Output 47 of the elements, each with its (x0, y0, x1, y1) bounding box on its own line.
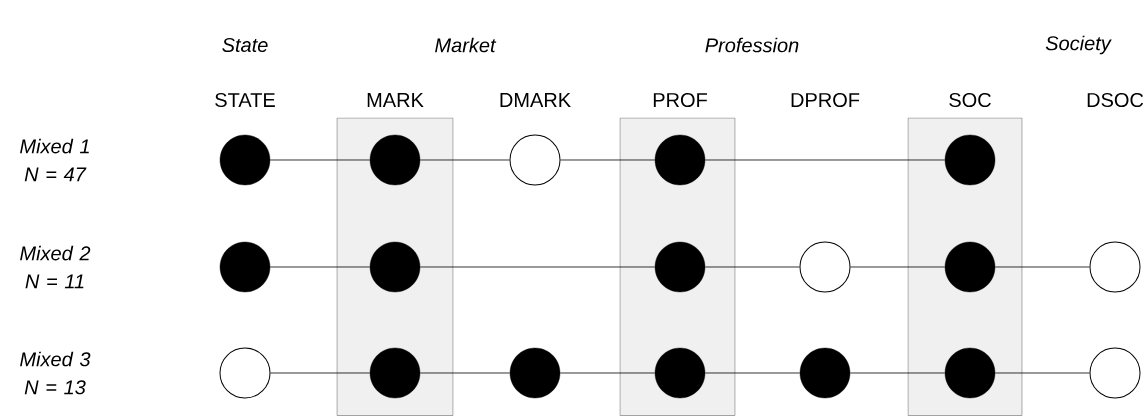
filled-dot (219, 241, 271, 293)
open-circle (1089, 241, 1141, 293)
connector-line (994, 372, 1090, 374)
open-circle (509, 134, 561, 186)
column-header: PROF (653, 92, 707, 108)
connector-line (270, 372, 371, 374)
connector-line (269, 159, 371, 161)
filled-dot (654, 241, 706, 293)
group-heading: Profession (705, 37, 799, 53)
filled-dot (509, 347, 561, 399)
row-label: Mixed 2 N = 11 (20, 245, 91, 289)
filled-dot (219, 134, 271, 186)
connector-line (559, 372, 656, 374)
filled-dot (799, 347, 851, 399)
connector-line (419, 266, 656, 268)
filled-dot (944, 347, 996, 399)
filled-dot (944, 241, 996, 293)
column-header: SOC (949, 92, 991, 108)
row-label: Mixed 1 N = 47 (20, 138, 89, 182)
filled-dot (369, 241, 421, 293)
connector-line (850, 266, 946, 268)
group-heading: Society (1045, 35, 1112, 55)
connector-line (560, 159, 656, 161)
group-heading: Market (435, 37, 497, 53)
filled-dot (369, 347, 421, 399)
connector-line (704, 372, 801, 374)
filled-dot (369, 134, 421, 186)
open-circle (1089, 347, 1141, 399)
filled-dot (944, 134, 996, 186)
filled-dot (654, 134, 706, 186)
column-header: MARK (367, 93, 424, 107)
connector-line (849, 372, 946, 374)
column-header: DSOC (1087, 92, 1144, 108)
column-header: STATE (215, 92, 275, 108)
connector-line (419, 372, 511, 374)
group-heading: State (222, 37, 268, 53)
connector-line (994, 266, 1090, 268)
column-header: DMARK (500, 93, 571, 107)
filled-dot (654, 347, 706, 399)
connector-line (704, 266, 800, 268)
connector-line (269, 266, 371, 268)
connector-line (704, 159, 946, 161)
open-circle (799, 241, 851, 293)
column-header: DPROF (791, 92, 860, 108)
open-circle (219, 347, 271, 399)
row-label: Mixed 3 N = 13 (20, 351, 91, 395)
connector-line (419, 159, 510, 161)
